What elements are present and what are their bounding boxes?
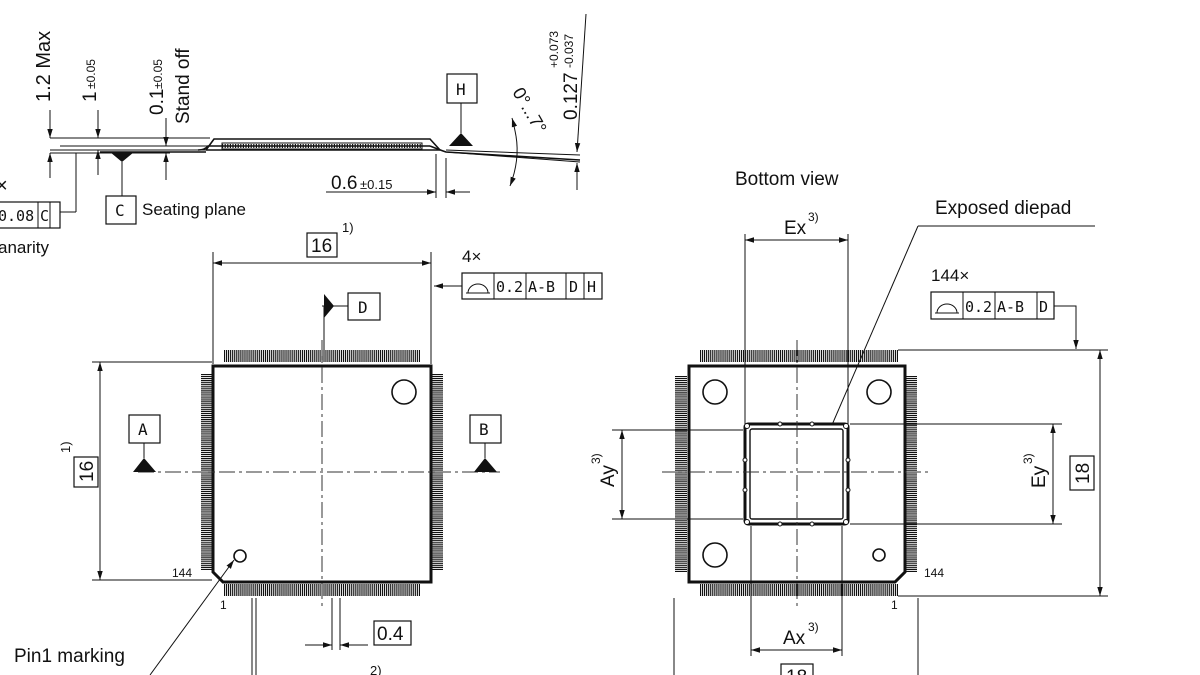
bv-profile-value: 0.2 xyxy=(965,298,992,316)
pin-144-label: 144 xyxy=(172,566,192,580)
lead-thickness-base: 0.127 xyxy=(561,72,582,120)
ey-label: Ey xyxy=(1029,465,1050,488)
datum-a-box xyxy=(128,414,161,444)
ex-note: 3) xyxy=(808,210,819,224)
profile-tolerance-frame: 0.2 A-B D H xyxy=(461,272,603,300)
datum-c-label: C xyxy=(115,201,125,220)
lead-thickness-tol-plus: +0.073 xyxy=(547,31,561,68)
max-height-label: 1.2 Max xyxy=(33,31,55,102)
standoff-label: Stand off xyxy=(173,48,194,124)
height-dim-note: 1) xyxy=(58,441,73,453)
coplanarity-value: 0.08 xyxy=(0,207,34,225)
datum-d-label: D xyxy=(358,298,368,317)
top-view: 16 1) 4× 0.2 A-B D H D 16 1) xyxy=(14,220,603,675)
lead-thickness-dim: 0.127 +0.073 -0.037 xyxy=(547,31,582,120)
ejector-mark xyxy=(391,379,417,405)
datum-d-box xyxy=(347,292,381,321)
bv-profile-frame: 0.2 A-B D xyxy=(930,291,1055,320)
coplanarity-ref: C xyxy=(40,207,49,225)
height-dim-value: 16 xyxy=(77,461,98,482)
standoff-tol: ±0.05 xyxy=(151,59,165,89)
datum-b-label: B xyxy=(479,420,489,439)
exposed-diepad-label: Exposed diepad xyxy=(935,198,1071,219)
exposed-pad-bumps xyxy=(742,421,851,527)
pitch-value: 0.4 xyxy=(377,624,404,645)
package-body-bottom xyxy=(687,364,907,584)
height-dim-box xyxy=(73,456,99,488)
pin1-marking-label: Pin1 marking xyxy=(14,646,125,667)
lead-width-note: 2) xyxy=(370,663,382,675)
datum-h-label: H xyxy=(456,80,466,99)
datum-c-box xyxy=(105,195,137,225)
pin1-marker xyxy=(233,549,247,563)
bv-profile-multiplier: 144× xyxy=(931,266,969,285)
package-body-top xyxy=(211,364,433,584)
bv-pin1-marker xyxy=(872,548,886,562)
bv-pin-144-label: 144 xyxy=(924,566,944,580)
bv-height-value: 18 xyxy=(1073,463,1094,484)
profile-value: 0.2 xyxy=(496,278,523,296)
coplanarity-label: anarity xyxy=(0,238,50,257)
pin-1-label: 1 xyxy=(220,598,227,612)
profile-ref1: A-B xyxy=(528,278,555,296)
ex-label: Ex xyxy=(784,218,807,239)
foot-length-value: 0.6 xyxy=(331,173,357,194)
bv-width-value: 18 xyxy=(786,667,807,675)
foot-length-tol: ±0.15 xyxy=(360,177,392,192)
ay-note: 3) xyxy=(589,453,603,464)
datum-h-box xyxy=(446,73,478,104)
width-dim-note: 1) xyxy=(342,220,354,235)
ax-note: 3) xyxy=(808,620,819,634)
coplanarity-multiplier: × xyxy=(0,175,8,197)
bv-pin-1-label: 1 xyxy=(891,598,898,612)
datum-b-box xyxy=(469,414,502,444)
body-thickness-tol: ±0.05 xyxy=(84,59,98,89)
side-view: 1.2 Max 1 ±0.05 0.1 ±0.05 Stand off 0.12… xyxy=(0,13,587,257)
bottom-view-title: Bottom view xyxy=(735,169,839,190)
bv-width-box xyxy=(780,663,814,675)
standoff-dim: 0.1 ±0.05 xyxy=(147,59,168,115)
profile-multiplier: 4× xyxy=(462,247,481,266)
bv-height-box xyxy=(1069,455,1095,491)
profile-ref2: D xyxy=(569,278,578,296)
datum-a-label: A xyxy=(138,420,148,439)
bv-ejector-mark-bl xyxy=(702,542,728,568)
profile-surface-icon xyxy=(466,283,490,294)
bv-profile-ref1: A-B xyxy=(997,298,1024,316)
profile-ref3: H xyxy=(587,278,596,296)
lead-thickness-tol-minus: -0.037 xyxy=(562,34,576,68)
ay-label: Ay xyxy=(598,465,619,487)
width-dim-value: 16 xyxy=(311,236,332,257)
ey-note: 3) xyxy=(1021,453,1035,464)
bv-profile-ref2: D xyxy=(1039,298,1048,316)
bv-profile-surface-icon xyxy=(935,303,959,314)
width-dim-box xyxy=(306,232,338,258)
pitch-box xyxy=(373,620,412,646)
body-thickness-value: 1 xyxy=(80,91,101,102)
ax-label: Ax xyxy=(783,628,806,649)
bv-ejector-mark-tl xyxy=(702,379,728,405)
seating-plane-label: Seating plane xyxy=(142,200,246,219)
bv-ejector-mark-tr xyxy=(866,379,892,405)
bottom-view: Bottom view Exposed diepad Ex 3) 144× 0.… xyxy=(589,169,1108,675)
body-thickness-dim: 1 ±0.05 xyxy=(80,59,101,102)
standoff-value: 0.1 xyxy=(147,89,168,115)
